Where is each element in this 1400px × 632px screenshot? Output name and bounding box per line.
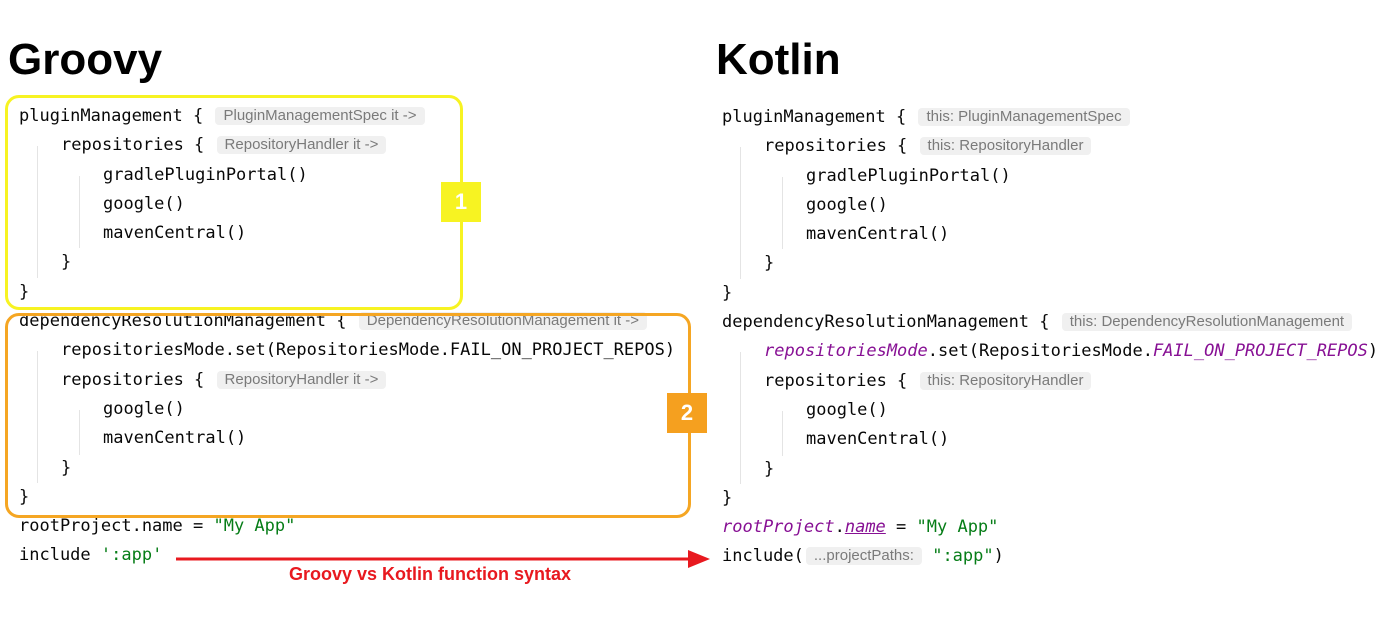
groovy-line-2: repositories { RepositoryHandler it -> <box>19 131 699 160</box>
kotlin-line-15: rootProject.name = "My App" <box>722 517 999 538</box>
groovy-line-6: } <box>61 252 72 273</box>
kotlin-line-16: include(...projectPaths: ":app") <box>722 546 1004 567</box>
groovy-line-16: include ':app' <box>19 545 163 566</box>
groovy-line-1: pluginManagement { PluginManagementSpec … <box>19 102 699 131</box>
callout-badge-1: 1 <box>441 182 481 222</box>
type-hint: RepositoryHandler it -> <box>216 370 387 389</box>
type-hint: this: DependencyResolutionManagement <box>1061 313 1353 332</box>
groovy-line-14: } <box>19 486 30 507</box>
kotlin-code-block: pluginManagement { this: PluginManagemen… <box>722 103 1392 572</box>
kotlin-line-1: pluginManagement { this: PluginManagemen… <box>722 103 1392 132</box>
parameter-hint: ...projectPaths: <box>805 547 922 566</box>
arrow-label: Groovy vs Kotlin function syntax <box>289 564 572 584</box>
groovy-code-block: pluginManagement { PluginManagementSpec … <box>19 102 699 571</box>
groovy-line-4: google() <box>103 193 185 214</box>
kotlin-line-10: repositories { this: RepositoryHandler <box>722 367 1392 396</box>
type-hint: PluginManagementSpec it -> <box>215 107 425 125</box>
groovy-line-12: mavenCentral() <box>103 428 247 449</box>
groovy-line-3: gradlePluginPortal() <box>103 164 308 185</box>
kotlin-line-12: mavenCentral() <box>806 429 950 450</box>
type-hint: this: RepositoryHandler <box>919 371 1092 390</box>
kotlin-line-3: gradlePluginPortal() <box>806 165 1011 186</box>
kotlin-line-7: } <box>722 282 733 303</box>
groovy-line-8: dependencyResolutionManagement { Depende… <box>19 307 699 336</box>
callout-box-2 <box>5 313 691 518</box>
groovy-line-9: repositoriesMode.set(RepositoriesMode.FA… <box>61 340 676 361</box>
comparison-arrow <box>176 550 710 568</box>
groovy-heading: Groovy <box>8 35 163 84</box>
kotlin-line-8: dependencyResolutionManagement { this: D… <box>722 308 1392 337</box>
kotlin-line-5: mavenCentral() <box>806 224 950 245</box>
kotlin-line-13: } <box>764 458 775 479</box>
type-hint: DependencyResolutionManagement it -> <box>358 312 648 331</box>
callout-box-1 <box>5 95 463 310</box>
kotlin-line-11: google() <box>806 399 888 420</box>
kotlin-heading: Kotlin <box>716 35 841 84</box>
kotlin-line-6: } <box>764 253 775 274</box>
arrow-head <box>688 550 710 568</box>
groovy-line-13: } <box>61 457 72 478</box>
type-hint: RepositoryHandler it -> <box>216 136 387 155</box>
groovy-line-10: repositories { RepositoryHandler it -> <box>19 366 699 395</box>
type-hint: this: PluginManagementSpec <box>918 108 1130 126</box>
groovy-line-15: rootProject.name = "My App" <box>19 516 296 537</box>
type-hint: this: RepositoryHandler <box>919 137 1092 156</box>
groovy-line-7: } <box>19 281 30 302</box>
callout-badge-2: 2 <box>667 393 707 433</box>
groovy-line-5: mavenCentral() <box>103 223 247 244</box>
kotlin-line-14: } <box>722 487 733 508</box>
kotlin-line-4: google() <box>806 194 888 215</box>
kotlin-line-2: repositories { this: RepositoryHandler <box>722 132 1392 161</box>
kotlin-line-9: repositoriesMode.set(RepositoriesMode.FA… <box>764 341 1379 362</box>
groovy-line-11: google() <box>103 398 185 419</box>
